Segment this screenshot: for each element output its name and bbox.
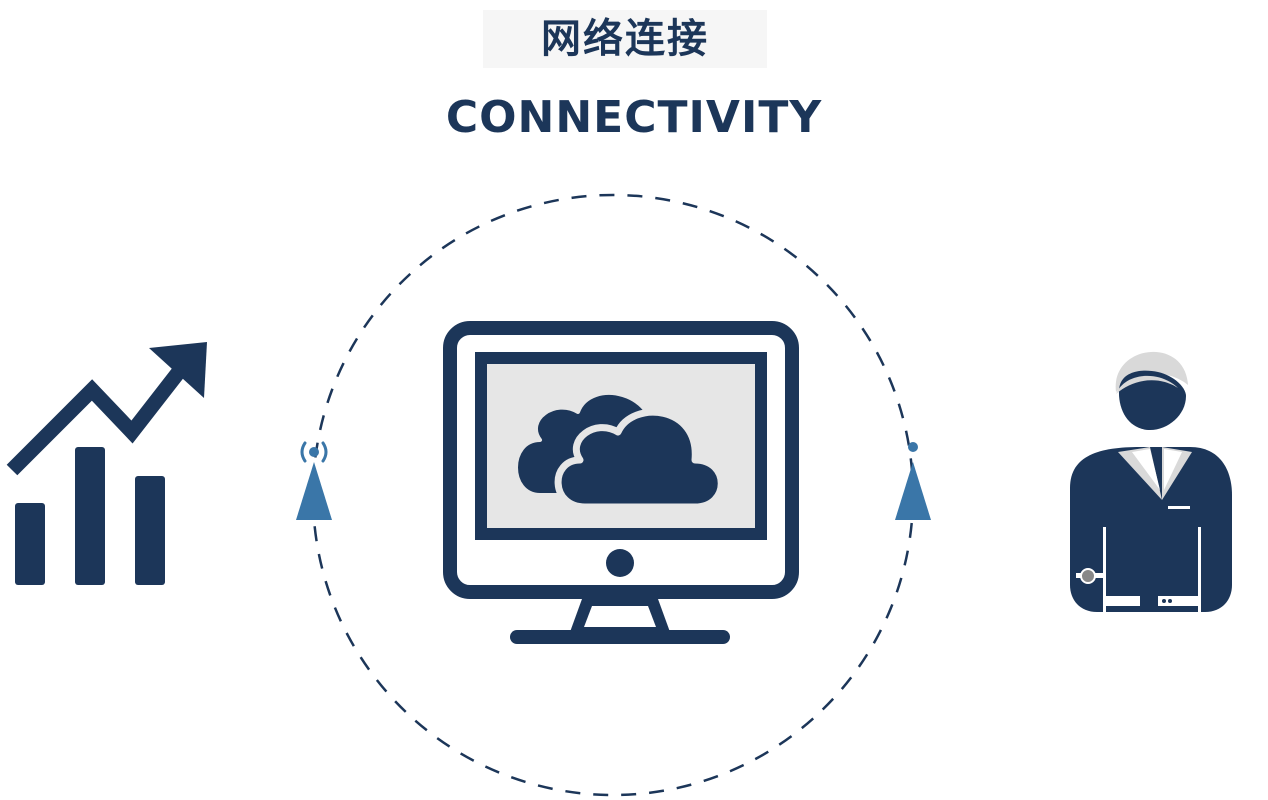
title-cn: 网络连接	[541, 16, 709, 62]
businessperson-icon	[1070, 351, 1232, 612]
cloud-icon	[514, 391, 725, 511]
growth-chart-icon	[6, 342, 207, 585]
title-cn-banner: 网络连接	[483, 10, 767, 68]
title-en: CONNECTIVITY	[445, 92, 823, 143]
right-antenna-icon	[895, 442, 931, 520]
left-antenna-icon	[296, 441, 332, 520]
